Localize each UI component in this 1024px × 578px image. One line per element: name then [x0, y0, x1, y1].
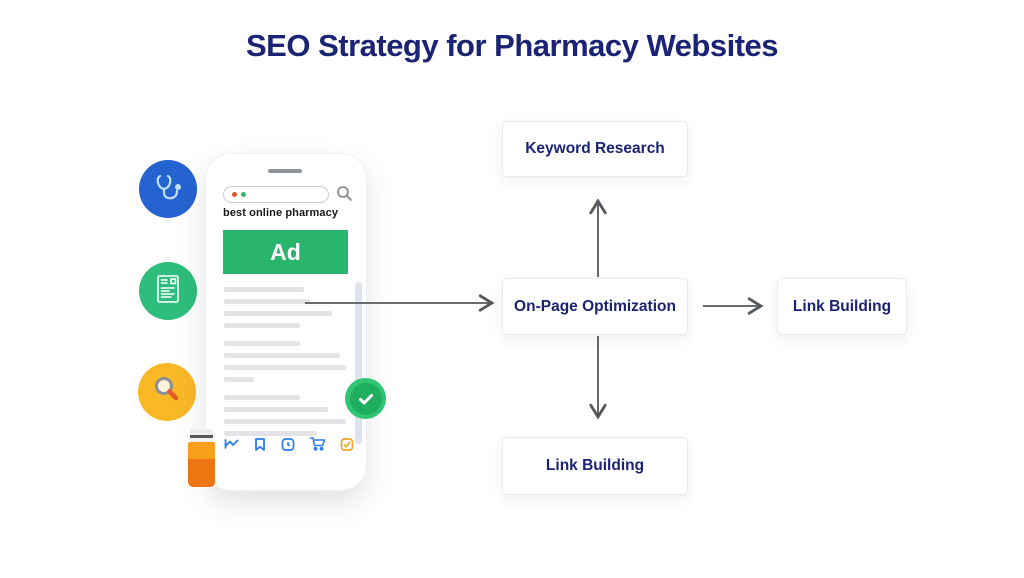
orange-dot — [232, 192, 237, 197]
node-label: On-Page Optimization — [514, 297, 676, 315]
verified-badge — [345, 378, 386, 419]
prescription-badge — [139, 262, 197, 320]
node-label: Keyword Research — [525, 140, 665, 157]
clock-square-icon[interactable] — [281, 437, 295, 457]
page-title: SEO Strategy for Pharmacy Websites — [245, 28, 779, 63]
stethoscope-badge — [139, 160, 197, 218]
result-block — [224, 341, 346, 382]
node-keyword-research: Keyword Research — [502, 121, 688, 177]
stethoscope-icon — [151, 170, 185, 209]
search-query-text: best online pharmacy — [223, 207, 339, 219]
prescription-document-icon — [153, 272, 183, 311]
search-badge — [138, 363, 196, 421]
bottle-cap — [190, 429, 213, 438]
search-results-placeholder — [224, 287, 346, 449]
bookmark-icon[interactable] — [253, 437, 267, 457]
node-link-building-right: Link Building — [777, 278, 907, 335]
node-label: Link Building — [545, 457, 645, 474]
phone-speaker — [268, 169, 302, 173]
magnifier-icon — [150, 373, 184, 412]
shopping-cart-icon[interactable] — [309, 436, 326, 457]
line-chart-icon[interactable] — [224, 437, 239, 457]
green-dot — [241, 192, 246, 197]
pill-bottle — [188, 429, 215, 487]
phone-mockup: best online pharmacy Ad — [205, 153, 367, 491]
ad-banner[interactable]: Ad — [223, 230, 348, 274]
checkmark-icon — [349, 382, 382, 415]
node-link-building-bottom: Link Building — [502, 437, 688, 495]
ad-label: Ad — [270, 238, 301, 265]
result-block — [224, 395, 346, 436]
phone-toolbar — [224, 436, 354, 457]
search-input[interactable] — [223, 186, 329, 203]
search-icon[interactable] — [336, 185, 353, 207]
node-label: Link Building — [792, 297, 892, 315]
scrollbar[interactable] — [355, 282, 362, 444]
result-block — [224, 287, 346, 328]
check-square-icon[interactable] — [340, 437, 354, 457]
node-on-page-optimization: On-Page Optimization — [502, 278, 688, 335]
